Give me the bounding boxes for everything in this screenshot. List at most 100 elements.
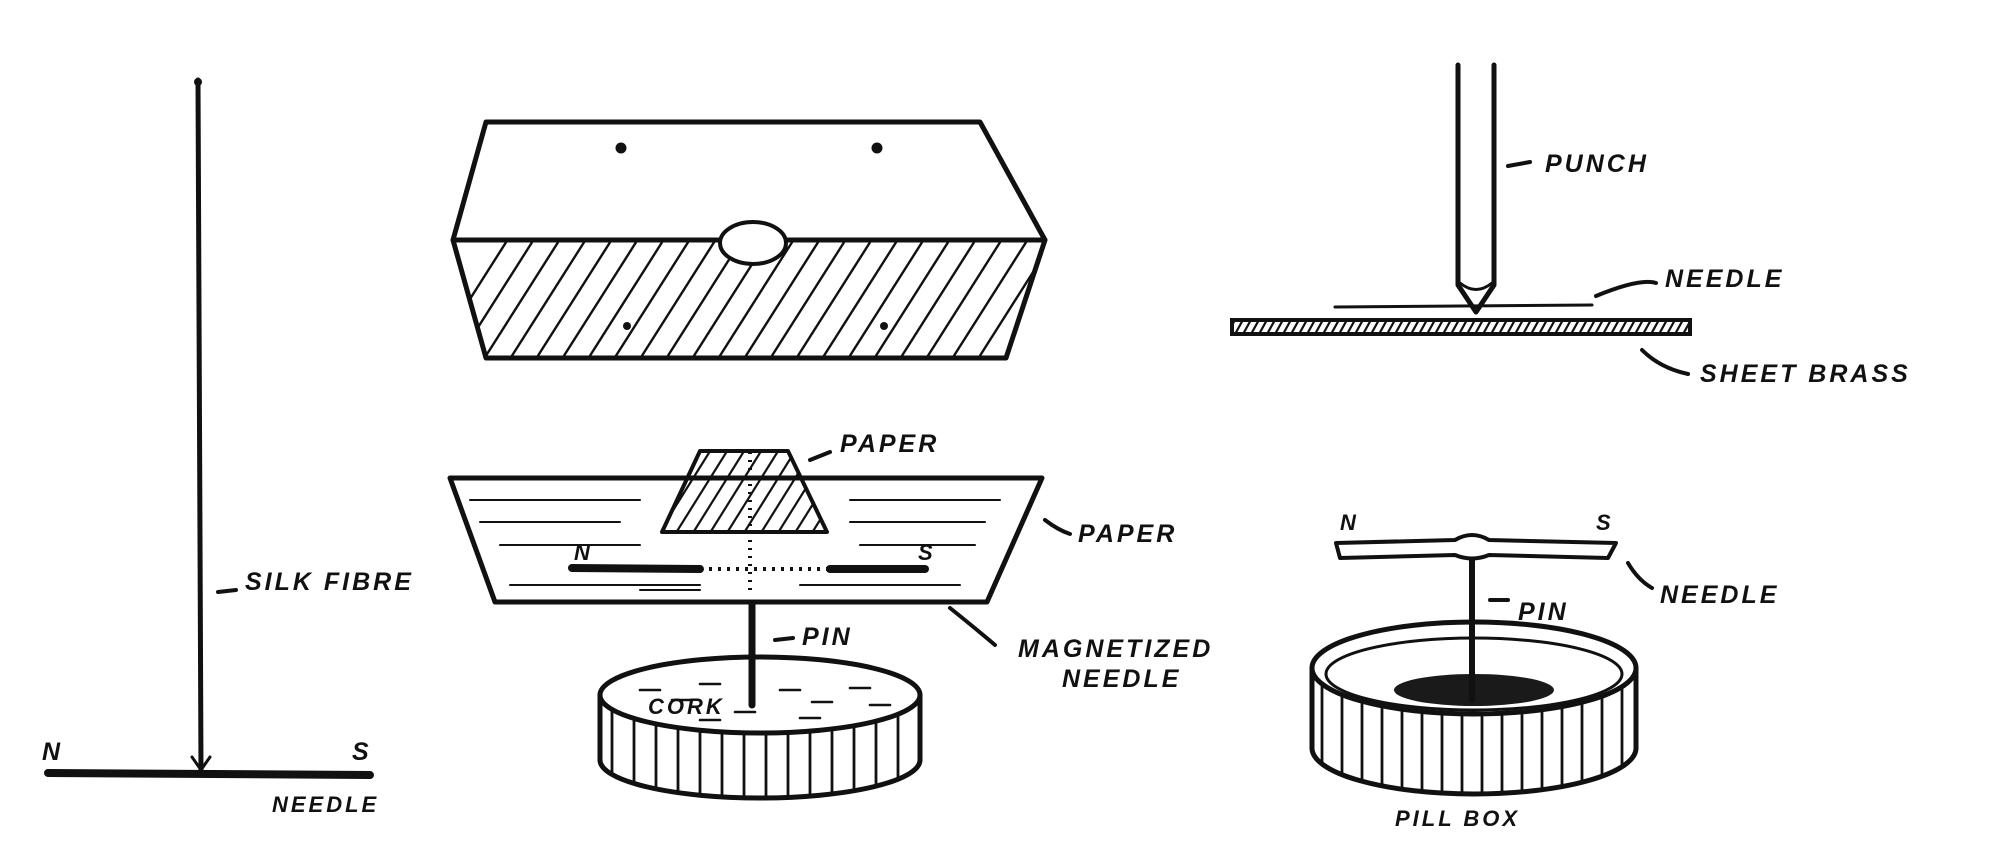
suspended-needle-label: NEEDLE: [272, 792, 379, 817]
fibre-top-knot: [194, 78, 202, 86]
block-hatch-stroke: [714, 240, 798, 358]
paper-compass-panel: N S PAPER PAPER MAGNETIZED NEEDLE PIN CO…: [447, 430, 1213, 801]
fibre-knot: [190, 755, 212, 772]
pillbox-needle-label: NEEDLE: [1660, 581, 1779, 609]
brass-hatch-stroke: [1673, 320, 1685, 334]
pin-leader: [773, 636, 795, 642]
brass-hatch-stroke: [1297, 320, 1309, 334]
brass-hatch-stroke: [1233, 320, 1245, 334]
folded-block: [450, 119, 1134, 362]
brass-hatch-stroke: [1561, 320, 1573, 334]
brass-hatch-stroke: [1361, 320, 1373, 334]
cork-bottom-rim: [597, 757, 923, 801]
brass-hatch-stroke: [1577, 320, 1589, 334]
paper-compass-south-label: S: [918, 540, 936, 565]
triangle-hatch-stroke: [706, 451, 765, 532]
pillbox-needle: [1334, 533, 1618, 561]
paper-leader: [1043, 518, 1072, 536]
triangle-hatch-stroke: [723, 451, 782, 532]
cork: CORK: [597, 654, 923, 801]
paper-compass-north-label: N: [574, 540, 593, 565]
brass-hatch-stroke: [1265, 320, 1277, 334]
block-front-face: [450, 237, 1048, 361]
pillbox-south-label: S: [1596, 510, 1614, 535]
punch-panel: PUNCH NEEDLE SHEET BRASS: [1230, 62, 1911, 388]
brass-hatch-stroke: [1449, 320, 1461, 334]
pillbox-pin-label: PIN: [1518, 598, 1569, 626]
triangle-hatch-stroke: [808, 451, 827, 532]
block-hatch-stroke: [506, 240, 590, 358]
paper-label: PAPER: [1078, 520, 1177, 548]
block-hatch-stroke: [792, 240, 876, 358]
punch-needle: [1333, 303, 1594, 309]
suspended-north-label: N: [42, 738, 63, 766]
punch-tool: [1455, 62, 1497, 315]
brass-hatch-stroke: [1401, 320, 1413, 334]
magnetized-label-line1: MAGNETIZED: [1018, 635, 1213, 663]
block-hatch-stroke: [766, 240, 850, 358]
block-dot-right: [880, 322, 888, 330]
sheet-brass-leader: [1640, 348, 1690, 376]
brass-hatch-stroke: [1681, 320, 1690, 334]
block-hatch-stroke: [844, 240, 928, 358]
punch-label: PUNCH: [1545, 150, 1649, 178]
block-hatch-stroke: [740, 240, 824, 358]
brass-hatch-stroke: [1625, 320, 1637, 334]
brass-hatch-stroke: [1649, 320, 1661, 334]
brass-hatch-stroke: [1289, 320, 1301, 334]
block-hatch-stroke: [974, 240, 1045, 358]
brass-hatch-stroke: [1633, 320, 1645, 334]
magnetized-label-line2: NEEDLE: [1062, 665, 1181, 693]
punch-needle-leader: [1594, 279, 1658, 298]
punch-needle-label: NEEDLE: [1665, 265, 1784, 293]
suspended-south-label: S: [352, 738, 372, 766]
brass-hatch-stroke: [1481, 320, 1493, 334]
brass-hatch-stroke: [1313, 320, 1325, 334]
paper-texture-lines: [469, 499, 1001, 591]
brass-hatch-stroke: [1385, 320, 1397, 334]
paper-compass-pin-label: PIN: [802, 623, 853, 651]
brass-hatch-stroke: [1601, 320, 1613, 334]
block-hatch-stroke: [636, 240, 720, 358]
brass-hatch-stroke: [1505, 320, 1517, 334]
brass-hatch-stroke: [1473, 320, 1485, 334]
block-center-hole: [718, 220, 788, 266]
brass-hatch-stroke: [1305, 320, 1317, 334]
brass-hatch-stroke: [1657, 320, 1669, 334]
silk-fibre-label: SILK FIBRE: [245, 568, 414, 596]
silk-fibre-line: [195, 77, 204, 773]
block-hatch-stroke: [480, 240, 564, 358]
brass-hatch-stroke: [1281, 320, 1293, 334]
brass-hatch-stroke: [1641, 320, 1653, 334]
block-hatch-stroke: [1054, 236, 1134, 362]
punch-leader: [1506, 160, 1532, 168]
pillbox-panel: N S NEEDLE PIN PILL BOX: [1309, 510, 1779, 831]
cork-label: CORK: [648, 694, 725, 719]
brass-hatch-stroke: [1465, 320, 1477, 334]
brass-hatch-stroke: [1529, 320, 1541, 334]
paper-top-leader: [808, 450, 832, 462]
block-dot-left: [623, 322, 631, 330]
brass-hatch-stroke: [1569, 320, 1581, 334]
brass-hatch-stroke: [1537, 320, 1549, 334]
pillbox-north-label: N: [1340, 510, 1359, 535]
brass-hatch-stroke: [1585, 320, 1597, 334]
brass-hatch-stroke: [1329, 320, 1341, 334]
pill-box-bottom-rim: [1309, 745, 1639, 797]
brass-hatch-stroke: [1249, 320, 1261, 334]
pill-box-label: PILL BOX: [1395, 806, 1520, 831]
brass-hatch-stroke: [1241, 320, 1253, 334]
brass-hatch-stroke: [1593, 320, 1605, 334]
brass-hatch-stroke: [1337, 320, 1349, 334]
block-hatch-stroke: [610, 240, 694, 358]
block-hatch-stroke: [532, 240, 616, 358]
brass-hatch-stroke: [1497, 320, 1509, 334]
block-hatch-stroke: [896, 240, 980, 358]
block-hatch-stroke: [558, 240, 642, 358]
paper-sheet: [447, 475, 1045, 605]
sheet-brass-label: SHEET BRASS: [1700, 360, 1911, 388]
block-hatch-stroke: [948, 240, 1032, 358]
brass-hatch-stroke: [1345, 320, 1357, 334]
triangle-hatch-stroke: [672, 451, 731, 532]
